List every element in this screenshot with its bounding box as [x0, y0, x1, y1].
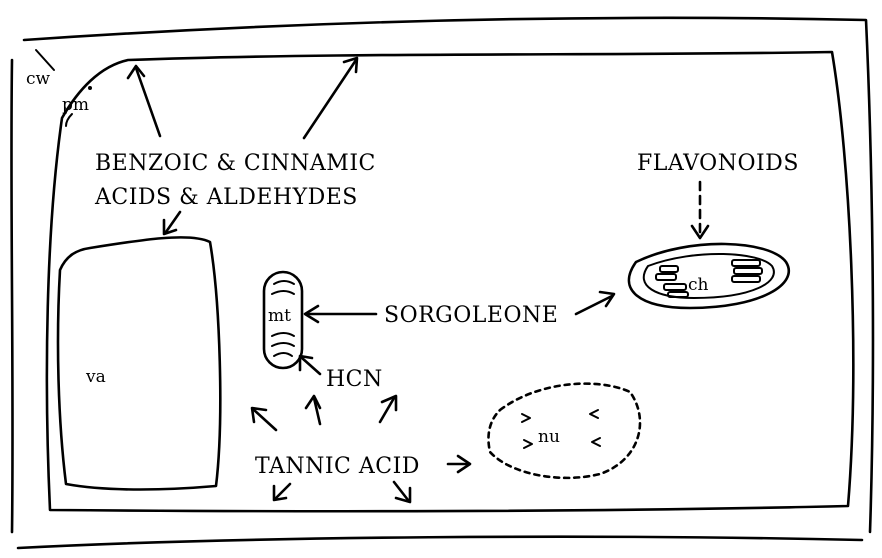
chloroplast-label: ch: [688, 275, 709, 295]
arrow-hcn-to-mitochondrion: [300, 356, 320, 374]
benzoic-cinnamic-label-line2: ACIDS & ALDEHYDES: [94, 185, 358, 210]
pm-pointer: [66, 114, 72, 126]
sorgoleone-label: SORGOLEONE: [384, 303, 558, 328]
pm-pointer-dot: [88, 86, 92, 90]
vacuole: [58, 237, 220, 489]
nucleus-label: nu: [538, 427, 560, 447]
arrow-benzoic-to-vacuole: [164, 212, 180, 234]
plasma-membrane-label: pm: [62, 95, 89, 115]
nucleus-target-marks: [522, 410, 600, 448]
mitochondrion-label: mt: [268, 306, 291, 326]
arrow-benzoic-to-wall: [304, 58, 357, 138]
cell-wall-pointer: [36, 50, 54, 70]
arrow-flavonoids-to-chloroplast: [692, 182, 708, 238]
flavonoids-label: FLAVONOIDS: [637, 151, 799, 176]
arrow-tannic-down-right: [394, 482, 410, 502]
nucleus: [488, 384, 640, 478]
tannic-acid-label: TANNIC ACID: [255, 454, 420, 479]
chloroplast: [629, 244, 789, 308]
arrow-tannic-up-left: [252, 408, 276, 430]
adjacent-cell-wall: [18, 537, 862, 548]
arrow-tannic-to-nucleus: [448, 456, 470, 472]
arrow-sorgoleone-to-chloroplast: [576, 292, 614, 314]
arrow-tannic-up-right: [380, 396, 396, 422]
cell-wall-label: cw: [26, 69, 51, 89]
arrow-benzoic-to-membrane: [128, 66, 160, 136]
hcn-label: HCN: [326, 367, 383, 392]
vacuole-label: va: [85, 367, 106, 387]
benzoic-cinnamic-label-line1: BENZOIC & CINNAMIC: [95, 151, 376, 176]
arrow-sorgoleone-to-mitochondrion: [305, 306, 376, 322]
arrow-tannic-down-left: [274, 484, 290, 500]
arrow-tannic-up: [306, 396, 320, 424]
